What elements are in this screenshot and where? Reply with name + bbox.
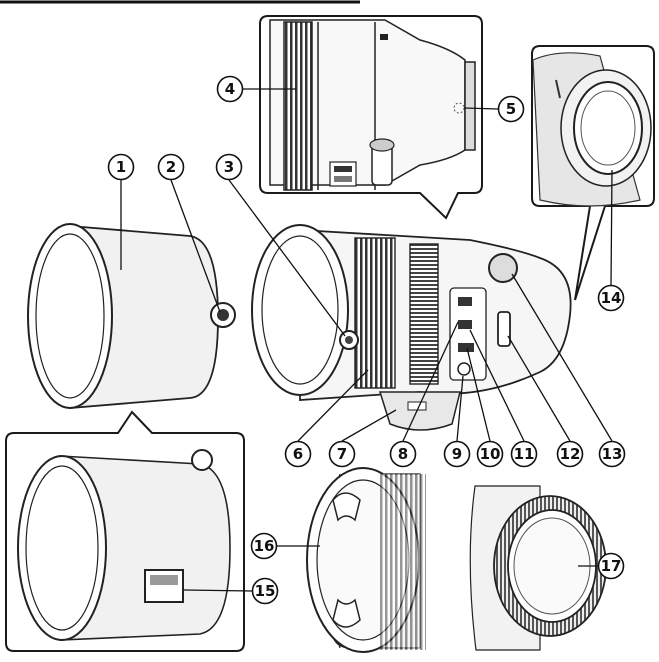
- inset-hood-mount: [531, 45, 655, 301]
- callout-9: 9: [443, 440, 471, 468]
- callouts: 1 2 3 4 5 6 7 8 9 10 11 12 13 14 15 16 1…: [107, 75, 626, 605]
- front-lens-cap: [306, 467, 426, 653]
- callout-13: 13: [598, 440, 626, 468]
- svg-text:7: 7: [337, 445, 347, 463]
- svg-text:5: 5: [506, 100, 516, 118]
- callout-10: 10: [476, 440, 504, 468]
- svg-text:10: 10: [480, 445, 501, 463]
- svg-text:15: 15: [255, 582, 276, 600]
- svg-text:4: 4: [225, 80, 235, 98]
- rear-lens-cap: [469, 485, 607, 651]
- svg-text:13: 13: [602, 445, 623, 463]
- svg-text:12: 12: [560, 445, 581, 463]
- callout-8: 8: [389, 440, 417, 468]
- callout-17: 17: [597, 552, 625, 580]
- svg-text:1: 1: [116, 158, 126, 176]
- svg-text:6: 6: [293, 445, 303, 463]
- leader-lines: [120, 88, 613, 592]
- svg-text:9: 9: [452, 445, 462, 463]
- callout-16: 16: [250, 532, 278, 560]
- callout-7: 7: [328, 440, 356, 468]
- inset-top-lens-closeup: [259, 15, 483, 220]
- svg-text:14: 14: [601, 289, 622, 307]
- callout-5: 5: [497, 95, 525, 123]
- callout-4: 4: [216, 75, 244, 103]
- svg-text:3: 3: [224, 158, 234, 176]
- lens-body: [251, 224, 572, 431]
- lens-hood: [27, 223, 236, 409]
- svg-text:17: 17: [601, 557, 622, 575]
- svg-text:16: 16: [254, 537, 275, 555]
- callout-11: 11: [510, 440, 538, 468]
- svg-text:2: 2: [166, 158, 176, 176]
- callout-6: 6: [284, 440, 312, 468]
- inset-hood-window: [5, 410, 245, 652]
- callout-12: 12: [556, 440, 584, 468]
- callout-1: 1: [107, 153, 135, 181]
- callout-2: 2: [157, 153, 185, 181]
- callout-3: 3: [215, 153, 243, 181]
- callout-14: 14: [597, 284, 625, 312]
- svg-text:11: 11: [514, 445, 535, 463]
- callout-15: 15: [251, 577, 279, 605]
- svg-text:8: 8: [398, 445, 408, 463]
